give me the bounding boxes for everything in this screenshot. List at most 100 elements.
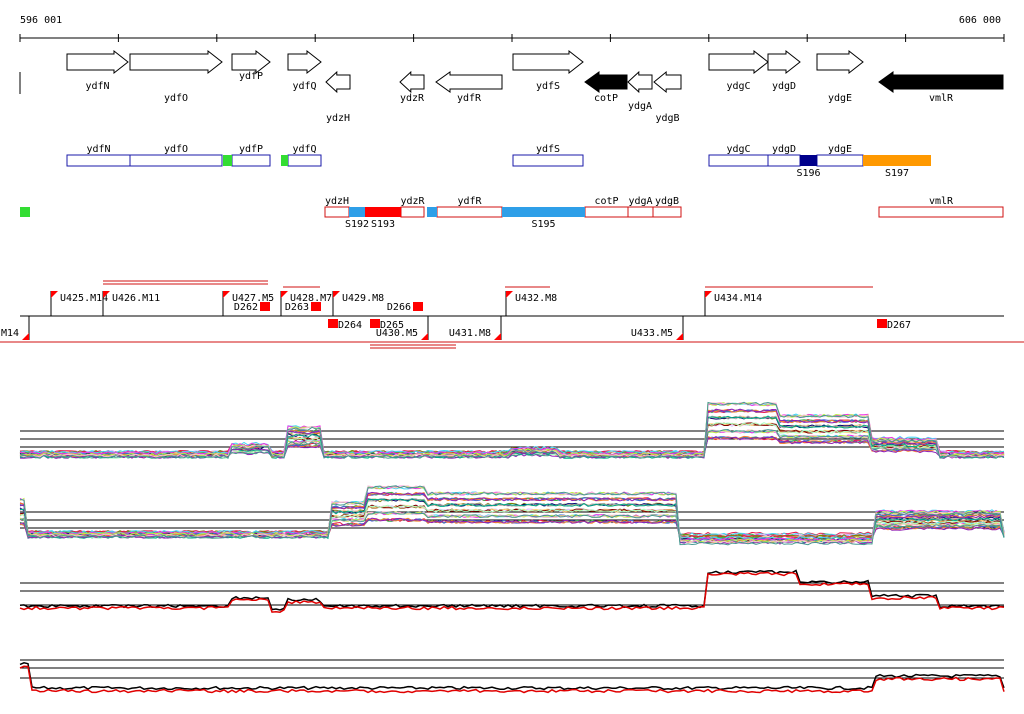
forward-segment-mark bbox=[281, 155, 288, 166]
feature-flag bbox=[506, 291, 513, 298]
gene-label-ydgC: ydgC bbox=[726, 81, 750, 92]
deletion-label: D265 bbox=[380, 320, 404, 331]
reverse-operon-box[interactable] bbox=[400, 206, 425, 218]
gene-arrow-ydgD[interactable] bbox=[767, 49, 801, 75]
forward-operon-label: ydfS bbox=[536, 144, 560, 155]
reverse-operon-box[interactable] bbox=[436, 206, 503, 218]
expression-trace bbox=[19, 402, 1005, 457]
feature-flag bbox=[51, 291, 58, 298]
feature-flag bbox=[223, 291, 230, 298]
lower-feature-label: M14 bbox=[1, 328, 19, 339]
forward-operon-box[interactable] bbox=[129, 154, 223, 167]
gene-label-ydgE: ydgE bbox=[828, 93, 852, 104]
coordinate-ruler: 596 001 606 000 bbox=[19, 15, 1005, 94]
forward-segment-label: S197 bbox=[885, 168, 909, 179]
forward-operon-label: ydfO bbox=[164, 144, 188, 155]
gene-arrow-ydfS[interactable] bbox=[512, 49, 584, 75]
gene-label-ydzH: ydzH bbox=[326, 113, 350, 124]
gene-arrow-ydfR[interactable] bbox=[435, 71, 503, 93]
gene-label-ydgD: ydgD bbox=[772, 81, 796, 92]
feature-flag bbox=[333, 291, 340, 298]
gene-arrow-ydzH[interactable] bbox=[325, 70, 351, 94]
expression-trace bbox=[19, 491, 1005, 541]
feature-flag bbox=[103, 291, 110, 298]
deletion-label: D267 bbox=[887, 320, 911, 331]
deletion-label: D266 bbox=[387, 302, 411, 313]
upper-feature-label: U426.M11 bbox=[112, 293, 160, 304]
gene-arrow-ydgA[interactable] bbox=[627, 70, 653, 94]
forward-operon-box[interactable] bbox=[708, 154, 769, 167]
end-coordinate-label: 606 000 bbox=[959, 15, 1001, 26]
gene-label-ydgB: ydgB bbox=[655, 113, 679, 124]
forward-segment-label: S196 bbox=[796, 168, 820, 179]
reverse-operon-label: ydzR bbox=[400, 196, 425, 207]
gene-arrow-cotP[interactable] bbox=[584, 71, 628, 93]
gene-arrow-ydfN[interactable] bbox=[66, 49, 129, 75]
deletion-marker bbox=[877, 319, 887, 328]
feature-flag bbox=[421, 333, 428, 340]
feature-flag bbox=[22, 333, 29, 340]
reverse-operon-box[interactable] bbox=[627, 206, 654, 218]
forward-operon-box[interactable] bbox=[287, 154, 322, 167]
reverse-operon-label: ydzH bbox=[325, 196, 349, 207]
gene-arrow-ydfO[interactable] bbox=[129, 49, 223, 75]
expression-trace bbox=[19, 402, 1005, 455]
gene-arrow-ydfP[interactable] bbox=[231, 49, 271, 75]
reverse-operon-label: ydfR bbox=[457, 196, 482, 207]
reverse-operon-label: vmlR bbox=[929, 196, 954, 207]
gene-label-ydfQ: ydfQ bbox=[292, 81, 316, 92]
feature-flag bbox=[281, 291, 288, 298]
forward-operon-label: ydfQ bbox=[292, 144, 316, 155]
forward-operon-label: ydgE bbox=[828, 144, 852, 155]
gene-label-ydfO: ydfO bbox=[164, 93, 188, 104]
deletion-label: D263 bbox=[285, 302, 309, 313]
reverse-segment-label: S195 bbox=[531, 219, 555, 230]
reverse-operon-box[interactable] bbox=[878, 206, 1004, 218]
gene-arrow-ydgE[interactable] bbox=[816, 49, 864, 75]
reverse-operon-label: ydgA bbox=[628, 196, 652, 207]
gene-label-ydzR: ydzR bbox=[400, 93, 425, 104]
forward-operon-label: ydfP bbox=[239, 144, 263, 155]
gene-arrow-ydzR[interactable] bbox=[399, 70, 425, 94]
deletion-marker bbox=[311, 302, 321, 311]
feature-flag bbox=[705, 291, 712, 298]
gene-arrow-ydfQ[interactable] bbox=[287, 49, 322, 75]
gene-arrow-ydgC[interactable] bbox=[708, 49, 769, 75]
forward-segment-mark bbox=[863, 155, 931, 166]
forward-segment-mark bbox=[800, 155, 817, 166]
upper-feature-label: U432.M8 bbox=[515, 293, 557, 304]
gene-label-cotP: cotP bbox=[594, 93, 618, 104]
reverse-operon-box[interactable] bbox=[652, 206, 682, 218]
feature-flag bbox=[494, 333, 501, 340]
gene-label-vmlR: vmlR bbox=[929, 93, 954, 104]
forward-operon-box[interactable] bbox=[231, 154, 271, 167]
upper-feature-label: U429.M8 bbox=[342, 293, 384, 304]
forward-operon-box[interactable] bbox=[512, 154, 584, 167]
upper-feature-label: U427.M5 bbox=[232, 293, 274, 304]
expression-trace bbox=[19, 485, 1005, 546]
aggregate-trace bbox=[19, 569, 1005, 611]
gene-arrow-ydgB[interactable] bbox=[653, 70, 682, 94]
deletion-marker bbox=[328, 319, 338, 328]
aggregate-trace bbox=[19, 665, 1005, 694]
reverse-operon-box[interactable] bbox=[584, 206, 629, 218]
expression-trace bbox=[19, 401, 1005, 459]
reverse-operon-box[interactable] bbox=[324, 206, 350, 218]
expression-profile-tracks bbox=[19, 401, 1005, 694]
expression-trace bbox=[19, 401, 1005, 458]
start-coordinate-label: 596 001 bbox=[20, 15, 62, 26]
forward-operon-box[interactable] bbox=[66, 154, 131, 167]
gene-label-ydfS: ydfS bbox=[536, 81, 560, 92]
gene-label-ydfP: ydfP bbox=[239, 71, 263, 82]
aggregate-trace bbox=[19, 662, 1005, 691]
forward-operon-label: ydgC bbox=[726, 144, 750, 155]
forward-operon-label: ydgD bbox=[772, 144, 796, 155]
reverse-segment-mark bbox=[349, 207, 365, 217]
forward-operon-box[interactable] bbox=[767, 154, 801, 167]
forward-operon-box[interactable] bbox=[816, 154, 864, 167]
gene-arrow-vmlR[interactable] bbox=[878, 71, 1004, 93]
